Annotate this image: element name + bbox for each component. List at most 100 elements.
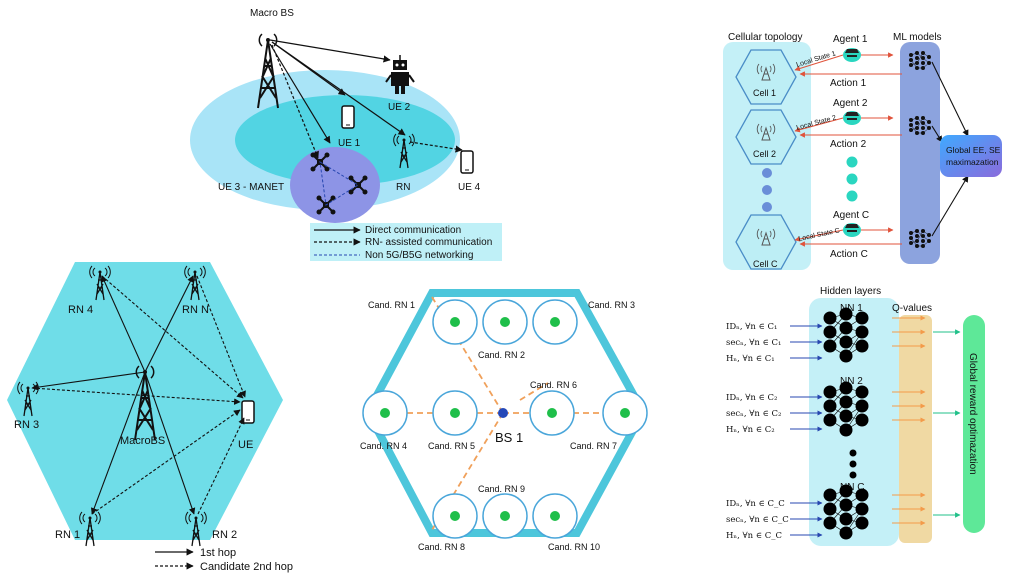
macrobs-label: MacroBS xyxy=(120,435,165,447)
cell-1: Cell 1 xyxy=(735,49,797,105)
global-reward-bar xyxy=(963,315,985,533)
direct-link-ue2 xyxy=(269,39,391,63)
candidate-second-hop-links xyxy=(31,275,246,515)
legend-first-hop: 1st hop xyxy=(200,547,236,559)
cand-rn-2-label: Cand. RN 2 xyxy=(478,350,525,360)
input-label: IDₙ, ∀n ∈ C₂ xyxy=(726,393,777,403)
nn1-label: NN 1 xyxy=(840,303,863,314)
ellipsis-dot xyxy=(849,460,857,468)
legend-direct: Direct communication xyxy=(365,225,461,236)
agent-spy-icon xyxy=(843,111,861,125)
input-label: secₙ, ∀n ∈ C_C xyxy=(726,515,789,525)
input-label: Hₙ, ∀n ∈ C₁ xyxy=(726,354,775,364)
ml-to-global-arrows xyxy=(931,61,969,237)
global-ee-se-box xyxy=(940,135,1002,177)
ml-models-column xyxy=(900,42,940,264)
global-box-line2: maximazation xyxy=(946,157,999,167)
cand-rn-1-label: Cand. RN 1 xyxy=(368,300,415,310)
cand-rn-4-node xyxy=(362,390,408,436)
panel-c-candidates: BS 1 Cand. RN 1 Cand. RN 2 Cand. RN 3 Ca… xyxy=(360,289,648,552)
cellular-topology-title: Cellular topology xyxy=(728,32,803,43)
manet-cluster xyxy=(290,147,380,223)
local-state-arrow xyxy=(794,117,844,133)
agent-1-row: Agent 1 Local State 1 Action 1 xyxy=(794,34,902,89)
rn2-label: RN 2 xyxy=(212,529,237,541)
ue3-label: UE 3 - MANET xyxy=(218,182,284,193)
manet-links xyxy=(319,161,359,206)
rn-link-manet xyxy=(271,44,319,159)
input-label: Hₙ, ∀n ∈ C₂ xyxy=(726,425,775,435)
rn4-label: RN 4 xyxy=(68,304,93,316)
nn2-label: NN 2 xyxy=(840,376,863,387)
ellipsis-dot xyxy=(846,190,858,202)
hidden-layers-title: Hidden layers xyxy=(820,286,881,297)
reward-arrows xyxy=(933,329,961,518)
candidate-rn-nodes xyxy=(362,299,648,539)
rn1-label: RN 1 xyxy=(55,529,80,541)
ellipsis-dot xyxy=(762,202,772,212)
cand-rn-6-node xyxy=(529,390,575,436)
action-2-label: Action 2 xyxy=(830,139,867,150)
ue1-label: UE 1 xyxy=(338,138,361,149)
first-hop-links xyxy=(31,275,196,515)
cand-rn-7-node xyxy=(602,390,648,436)
input-arrows xyxy=(790,323,823,538)
cand-rn-1-node xyxy=(432,299,478,345)
cand-rn-2-node xyxy=(482,299,528,345)
q-value-arrows xyxy=(892,315,926,526)
global-box-line1: Global EE, SE xyxy=(946,145,1001,155)
legend-non5g: Non 5G/B5G networking xyxy=(365,250,473,261)
agent-c-row: Agent C Local State C Action C xyxy=(794,210,902,260)
ue2-label: UE 2 xyxy=(388,102,411,113)
panel-b-two-hop: MacroBS RN 4 RN N RN 3 UE RN 1 RN 2 1st … xyxy=(7,262,293,573)
cand-rn-3-node xyxy=(532,299,578,345)
agent-2-row: Agent 2 Local State 2 Action 2 xyxy=(794,98,902,150)
global-reward-label: Global reward optimazation xyxy=(967,353,978,475)
cand-rn-5-label: Cand. RN 5 xyxy=(428,441,475,451)
cell-2-label: Cell 2 xyxy=(753,149,776,159)
nn-inputs: IDₙ, ∀n ∈ C₁ secₙ, ∀n ∈ C₁ Hₙ, ∀n ∈ C₁ I… xyxy=(726,322,789,541)
input-label: IDₙ, ∀n ∈ C_C xyxy=(726,499,785,509)
q-values-title: Q-values xyxy=(892,303,932,314)
cand-rn-8-node xyxy=(432,493,478,539)
cell-2: Cell 2 xyxy=(735,109,797,165)
hidden-layers-column xyxy=(809,298,899,546)
rnn-label: RN N xyxy=(182,304,209,316)
cand-rn-10-node xyxy=(532,493,578,539)
input-label: secₙ, ∀n ∈ C₁ xyxy=(726,338,781,348)
cand-rn-3-label: Cand. RN 3 xyxy=(588,300,635,310)
rn-label: RN xyxy=(396,182,410,193)
cand-rn-7-label: Cand. RN 7 xyxy=(570,441,617,451)
action-1-label: Action 1 xyxy=(830,78,867,89)
agent-spy-icon xyxy=(843,48,861,62)
input-label: secₙ, ∀n ∈ C₂ xyxy=(726,409,781,419)
cand-rn-6-label: Cand. RN 6 xyxy=(530,380,577,390)
rn-link-ue4 xyxy=(409,141,463,153)
legend-second-hop: Candidate 2nd hop xyxy=(200,561,293,573)
ellipsis-dot xyxy=(762,185,772,195)
bs1-dot xyxy=(498,408,508,418)
ellipsis-dot xyxy=(762,168,772,178)
ue1-phone-icon xyxy=(341,105,355,129)
ue4-phone-icon xyxy=(460,150,474,174)
ue4-label: UE 4 xyxy=(458,182,481,193)
input-label: Hₙ, ∀n ∈ C_C xyxy=(726,531,782,541)
bs1-label: BS 1 xyxy=(495,430,523,445)
inner-coverage-ellipse xyxy=(235,95,455,185)
rn3-label: RN 3 xyxy=(14,419,39,431)
macro-bs-label: Macro BS xyxy=(250,8,294,19)
agent-1-label: Agent 1 xyxy=(833,34,868,45)
cell-c-label: Cell C xyxy=(753,259,778,269)
agent-2-label: Agent 2 xyxy=(833,98,868,109)
direct-link-rn xyxy=(271,41,406,136)
cell-hexagon xyxy=(7,262,283,540)
input-label: IDₙ, ∀n ∈ C₁ xyxy=(726,322,777,332)
agent-c-label: Agent C xyxy=(833,210,869,221)
ue-phone-icon xyxy=(241,400,255,424)
q-values-column xyxy=(899,315,932,543)
local-state-arrow xyxy=(794,229,844,242)
ellipsis-dot xyxy=(849,471,857,479)
panel-a-network: Macro BS UE 2 UE 1 RN UE 4 UE 3 - MANET … xyxy=(190,8,502,261)
cand-rn-10-label: Cand. RN 10 xyxy=(548,542,600,552)
